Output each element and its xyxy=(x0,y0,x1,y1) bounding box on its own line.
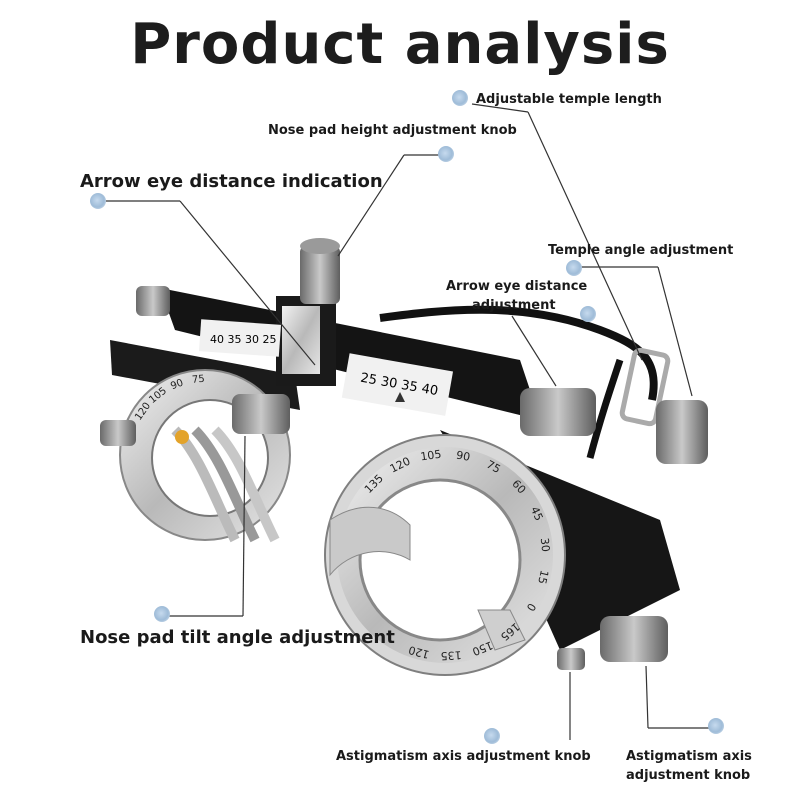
axis-scale-right-label: 90 xyxy=(455,449,471,464)
right-lens-cell xyxy=(324,434,566,676)
leader-temple-length xyxy=(471,103,529,113)
pd-scale-left-text: 40 35 30 25 xyxy=(210,333,276,346)
astigmatism-knob-right xyxy=(600,616,668,662)
marker-dot-astig-left xyxy=(484,728,500,744)
leader-arrow-adjust xyxy=(511,315,557,387)
marker-dot-arrow-indication xyxy=(90,193,106,209)
marker-dot-nose-height xyxy=(438,146,454,162)
axis-scale-left-label: 90 xyxy=(169,377,185,392)
label-arrow-adjust-line2: adjustment xyxy=(472,298,556,313)
axis-scale-right-label: 120 xyxy=(407,643,431,661)
label-astig-knob-left: Astigmatism axis adjustment knob xyxy=(336,749,591,764)
label-arrow-indication: Arrow eye distance indication xyxy=(80,171,383,192)
marker-dot-temple-length xyxy=(452,90,468,106)
label-temple-angle: Temple angle adjustment xyxy=(548,243,734,258)
leader-lines xyxy=(104,103,714,740)
label-nose-pad-height: Nose pad height adjustment knob xyxy=(268,123,517,138)
axis-scale-left-label: 75 xyxy=(192,374,206,386)
marker-dot-nose-tilt xyxy=(154,606,170,622)
axis-scale-right-label: 15 xyxy=(535,569,551,586)
page-title: Product analysis xyxy=(130,12,670,77)
leader-temple-angle-2 xyxy=(657,266,693,397)
label-nose-tilt: Nose pad tilt angle adjustment xyxy=(80,627,395,648)
label-astig-right-line2: adjustment knob xyxy=(626,768,751,783)
left-side-knobs xyxy=(100,286,170,446)
axis-scale-right-label: 135 xyxy=(440,648,462,662)
label-astig-right-line1: Astigmatism axis xyxy=(626,749,752,764)
leader-arrow-indication-2 xyxy=(179,200,316,366)
axis-scale-right-label: 45 xyxy=(528,505,546,523)
leader-temple-length-2 xyxy=(527,111,643,361)
label-temple-length: Adjustable temple length xyxy=(476,92,662,107)
left-tilt-knob xyxy=(232,394,290,434)
leader-nose-height-2 xyxy=(337,154,405,257)
label-arrow-adjust-line1: Arrow eye distance xyxy=(446,279,588,294)
leader-astig-right xyxy=(645,665,649,729)
pd-scale-left: 40 35 30 25 xyxy=(198,319,282,357)
axis-scale-right-label: 30 xyxy=(538,537,552,552)
temple-angle-knob xyxy=(656,400,708,464)
axis-scale-right-label: 75 xyxy=(484,458,503,476)
marker-dot-astig-right xyxy=(708,718,724,734)
pd-adjust-knob xyxy=(520,388,596,436)
astigmatism-knob-small xyxy=(557,648,585,670)
leader-nose-tilt-2 xyxy=(242,435,246,617)
axis-scale-right-label: 105 xyxy=(420,448,443,464)
marker-dot-temple-angle xyxy=(566,260,582,276)
pd-scale-right: 25 30 35 40 xyxy=(341,353,454,416)
temple-arm xyxy=(379,305,671,459)
marker-dot-arrow-adjust xyxy=(580,306,596,322)
nose-pad-height-knob xyxy=(300,238,340,304)
